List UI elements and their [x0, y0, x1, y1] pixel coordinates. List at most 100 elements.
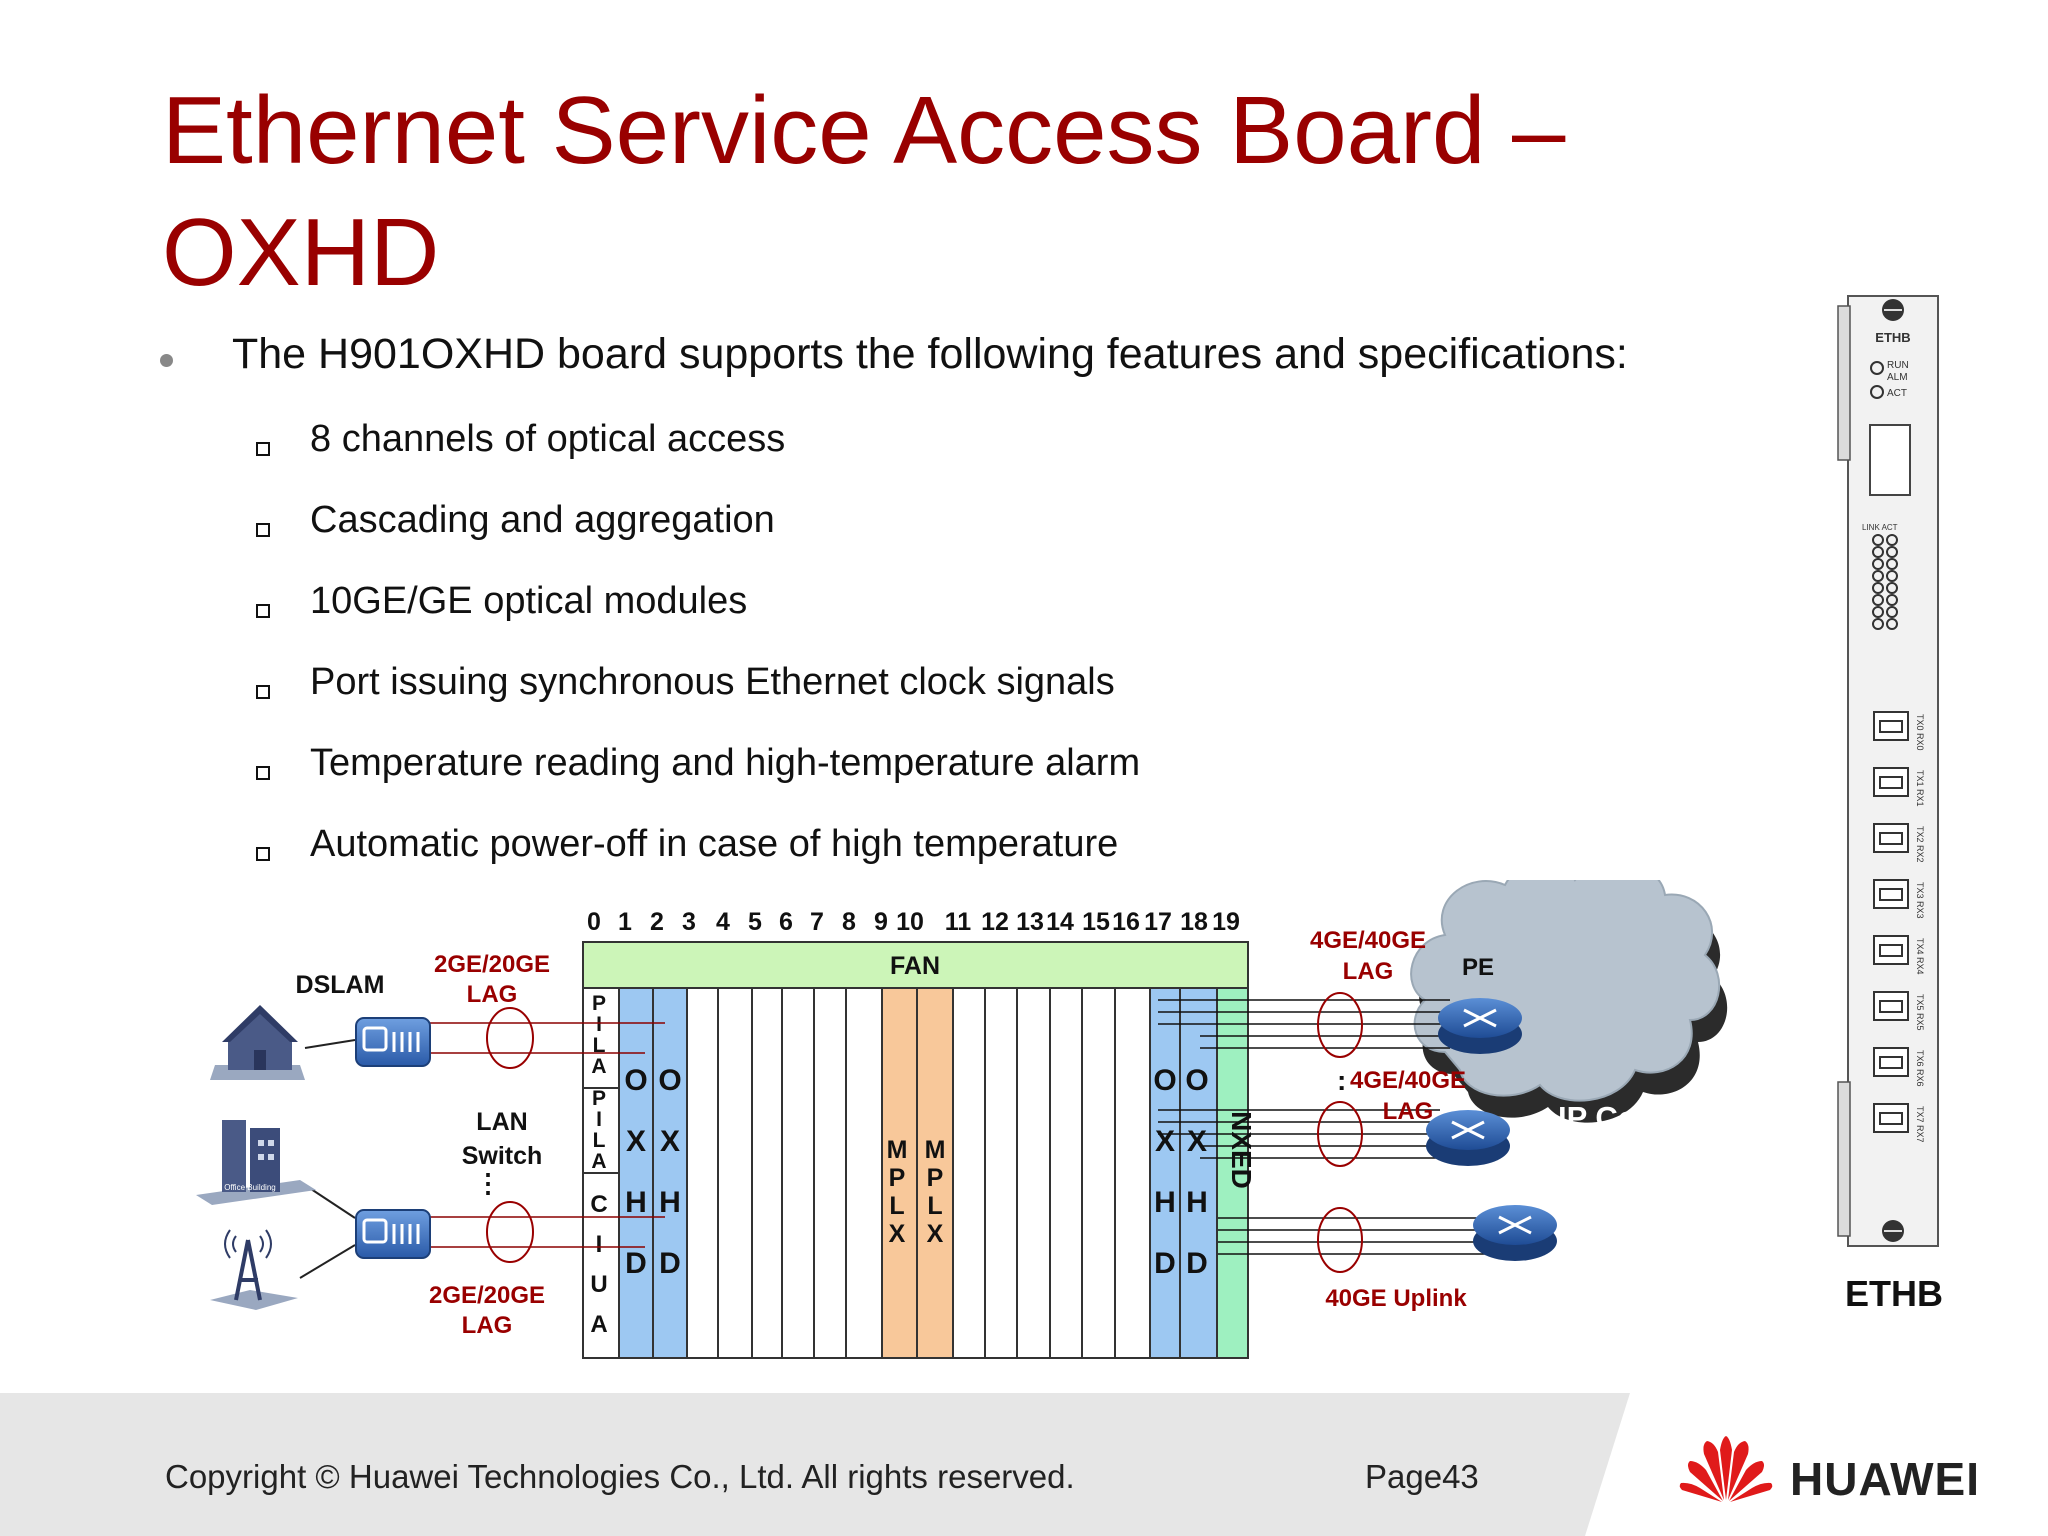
copyright-text: Copyright © Huawei Technologies Co., Ltd… [165, 1458, 1075, 1495]
board-label-char: X [626, 1125, 646, 1158]
board-label-char: P [592, 992, 606, 1015]
port-label: TX5 RX5 [1915, 994, 1925, 1031]
board-label-char: X [1187, 1125, 1207, 1158]
lag-ellipse [1317, 1207, 1363, 1273]
link-led-icon [1872, 618, 1884, 630]
link-led-icon [1886, 618, 1898, 630]
mplx-board [916, 987, 954, 1359]
board-label-char: H [625, 1186, 647, 1219]
dslam-modem-icon [355, 1017, 431, 1067]
board-label-char: L [889, 1192, 904, 1220]
board-label-char: X [660, 1125, 680, 1158]
chassis: FAN PILAPILACIUAOXHDOXHDMPLXMPLXOXHDOXHD… [582, 908, 1257, 1359]
board-label-char: P [889, 1164, 906, 1192]
slot-number: 15 [1082, 908, 1110, 936]
port-label: TX3 RX3 [1915, 882, 1925, 919]
board-label-char: A [591, 1055, 606, 1078]
square-bullet-icon [256, 442, 270, 456]
slot-number: 13 [1016, 908, 1044, 936]
slot-number: 4 [716, 908, 730, 936]
board-label-char: D [659, 1247, 681, 1280]
sfp-port-icon [1873, 879, 1909, 909]
link-led-icon [1872, 582, 1884, 594]
footer-bar [0, 1393, 2048, 1536]
led-label-run: RUN [1887, 360, 1909, 371]
link-led-icon [1872, 570, 1884, 582]
screw-icon [1882, 299, 1904, 321]
nxed-label: NXED [1226, 1111, 1257, 1189]
office-building-icon: Office Building [196, 1120, 316, 1205]
link-led-icon [1886, 594, 1898, 606]
board-label-char: D [625, 1247, 647, 1280]
link-led-icon [1886, 534, 1898, 546]
port-label: TX4 RX4 [1915, 938, 1925, 975]
nxed-board [1216, 987, 1249, 1359]
board-label-char: P [927, 1164, 944, 1192]
lag-ellipse [486, 1201, 534, 1263]
slot-number: 10 [896, 908, 924, 936]
board-label-char: X [889, 1220, 906, 1248]
oxhd-board [618, 987, 654, 1359]
slot-number: 7 [810, 908, 824, 936]
house-icon [210, 1005, 305, 1080]
screw-icon [1882, 1220, 1904, 1242]
link-act-header: LINK ACT [1862, 523, 1898, 532]
board-label-char: H [659, 1186, 681, 1219]
board-label-char: I [596, 1231, 603, 1258]
sfp-port-icon [1873, 935, 1909, 965]
dslam-label: DSLAM [296, 971, 385, 999]
square-bullet-icon [256, 604, 270, 618]
link-led-icon [1886, 582, 1898, 594]
board-label-char: C [590, 1191, 607, 1218]
lead-text: The H901OXHD board supports the followin… [232, 330, 1628, 378]
bullet-dot-icon [160, 354, 173, 367]
board-label-char: X [927, 1220, 944, 1248]
board-label-char: P [592, 1087, 606, 1110]
board-name-label: ETHB [1845, 1273, 1943, 1314]
slot-number: 12 [981, 908, 1009, 936]
board-label-char: O [1185, 1064, 1208, 1097]
network-diagram: IP Core FAN PILAPILACIUAOXHDOXHDMPLXMPLX… [196, 880, 1728, 1359]
router-icon [1426, 1110, 1510, 1166]
slot-number: 16 [1112, 908, 1140, 936]
fan-label: FAN [890, 952, 940, 980]
office-building-label: Office Building [224, 1183, 275, 1192]
port-label: TX1 RX1 [1915, 770, 1925, 807]
board-label-char: I [596, 1013, 602, 1036]
link-led-icon [1872, 546, 1884, 558]
slot-number: 0 [587, 908, 601, 936]
pe-label: PE [1462, 954, 1494, 981]
left-links [299, 1007, 665, 1279]
board-label-char: A [591, 1150, 606, 1173]
square-bullet-icon [256, 523, 270, 537]
board-label-char: L [593, 1034, 606, 1057]
led-label-alm: ALM [1887, 372, 1908, 383]
board-label-char: O [1153, 1064, 1176, 1097]
led-icon [1870, 385, 1884, 399]
link-led-icon [1872, 606, 1884, 618]
board-label-char: O [658, 1064, 681, 1097]
board-label-char: L [927, 1192, 942, 1220]
radio-tower-icon [210, 1229, 298, 1310]
link-led-icon [1872, 594, 1884, 606]
router-icon [1438, 998, 1522, 1054]
board-label-char: H [1186, 1186, 1208, 1219]
title-line-2: OXHD [162, 199, 440, 306]
slot-number: 1 [618, 908, 632, 936]
sfp-port-icon [1873, 711, 1909, 741]
board-label-char: D [1154, 1247, 1176, 1280]
brand-wordmark: HUAWEI [1790, 1453, 1980, 1505]
slot-number: 3 [682, 908, 696, 936]
title-line-1: Ethernet Service Access Board – [162, 77, 1566, 184]
lag-ellipse [1317, 992, 1363, 1058]
slot-number: 14 [1046, 908, 1074, 936]
board-label-char: H [1154, 1186, 1176, 1219]
link-led-icon [1872, 534, 1884, 546]
port-label: TX6 RX6 [1915, 1050, 1925, 1087]
